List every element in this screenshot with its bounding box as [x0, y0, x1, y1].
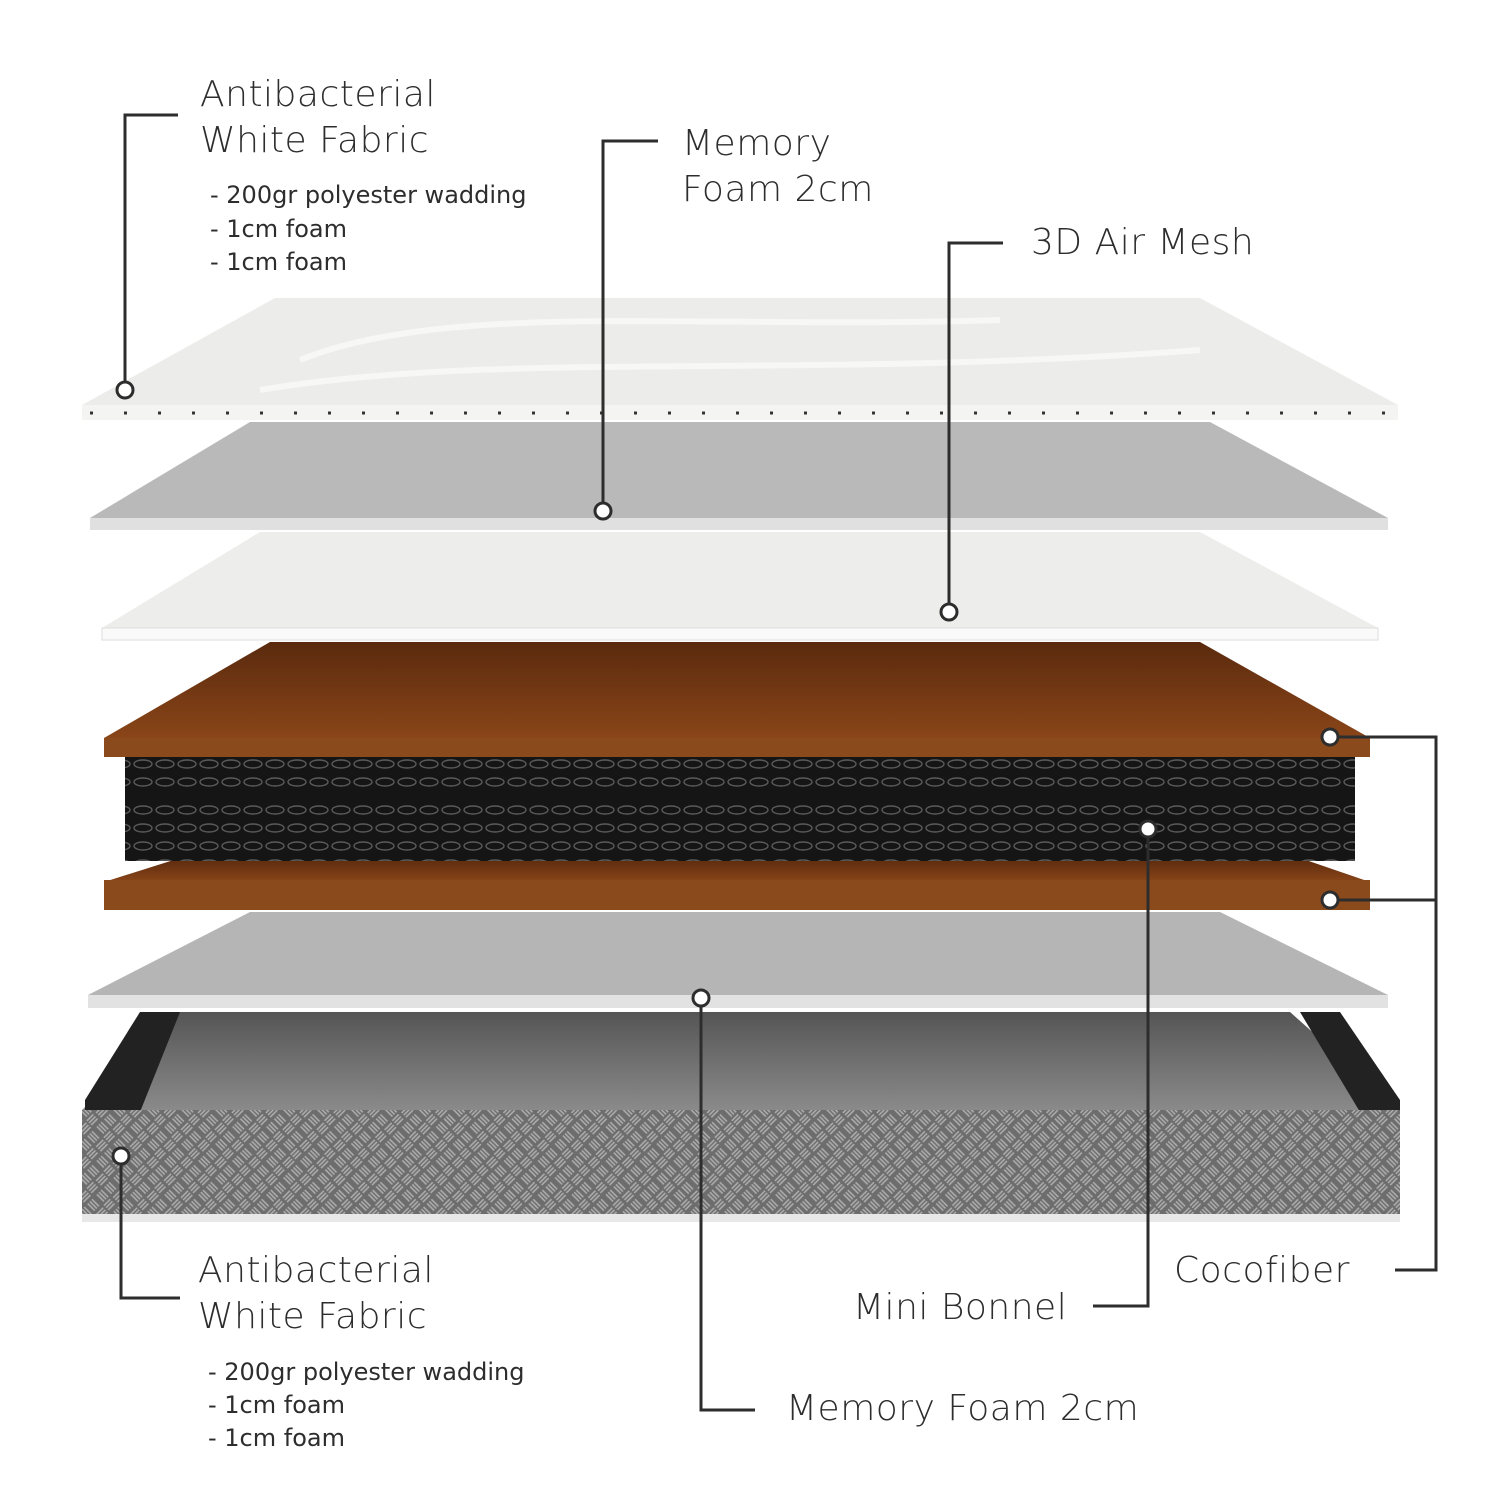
label-bottom-fabric-line2: White Fabric: [198, 1296, 428, 1337]
top-fabric-layer: [82, 298, 1398, 420]
air-mesh-layer: [101, 532, 1379, 641]
bottom-cocofiber-layer: [104, 858, 1370, 910]
leader-lines: [119, 113, 1438, 1412]
marker-cocofiber-bottom: [1320, 890, 1340, 910]
top-memory-foam-layer: [90, 422, 1388, 530]
label-top-fabric-line1: Antibacterial: [200, 74, 436, 115]
label-top-fabric-line2: White Fabric: [200, 120, 430, 161]
marker-top-memory-foam: [593, 501, 613, 521]
bottom-fabric-detail: - 1cm foam: [208, 1391, 345, 1419]
marker-cocofiber-top: [1320, 727, 1340, 747]
label-cocofiber: Cocofiber: [1174, 1250, 1350, 1291]
label-top-memory-foam-line2: Foam 2cm: [682, 169, 874, 210]
bottom-fabric-detail: - 200gr polyester wadding: [208, 1358, 525, 1386]
base-layer: [82, 1012, 1400, 1222]
label-air-mesh: 3D Air Mesh: [1031, 222, 1255, 263]
bottom-fabric-detail: - 1cm foam: [208, 1424, 345, 1452]
marker-bottom-memory-foam: [691, 988, 711, 1008]
top-cocofiber-layer: [104, 642, 1370, 757]
bottom-memory-foam-layer: [88, 912, 1388, 1008]
top-fabric-detail: - 200gr polyester wadding: [210, 181, 527, 209]
marker-mini-bonnel: [1138, 819, 1158, 839]
marker-dots: [111, 380, 1340, 1166]
marker-air-mesh: [939, 602, 959, 622]
label-top-memory-foam-line1: Memory: [682, 123, 832, 164]
label-bottom-memory-foam: Memory Foam 2cm: [786, 1388, 1140, 1429]
marker-top-fabric: [115, 380, 135, 400]
marker-bottom-fabric: [111, 1146, 131, 1166]
mini-bonnel-springs: [125, 757, 1355, 861]
top-fabric-detail: - 1cm foam: [210, 248, 347, 276]
label-bottom-fabric-line1: Antibacterial: [198, 1250, 434, 1291]
label-mini-bonnel: Mini Bonnel: [853, 1287, 1068, 1328]
top-fabric-detail: - 1cm foam: [210, 215, 347, 243]
